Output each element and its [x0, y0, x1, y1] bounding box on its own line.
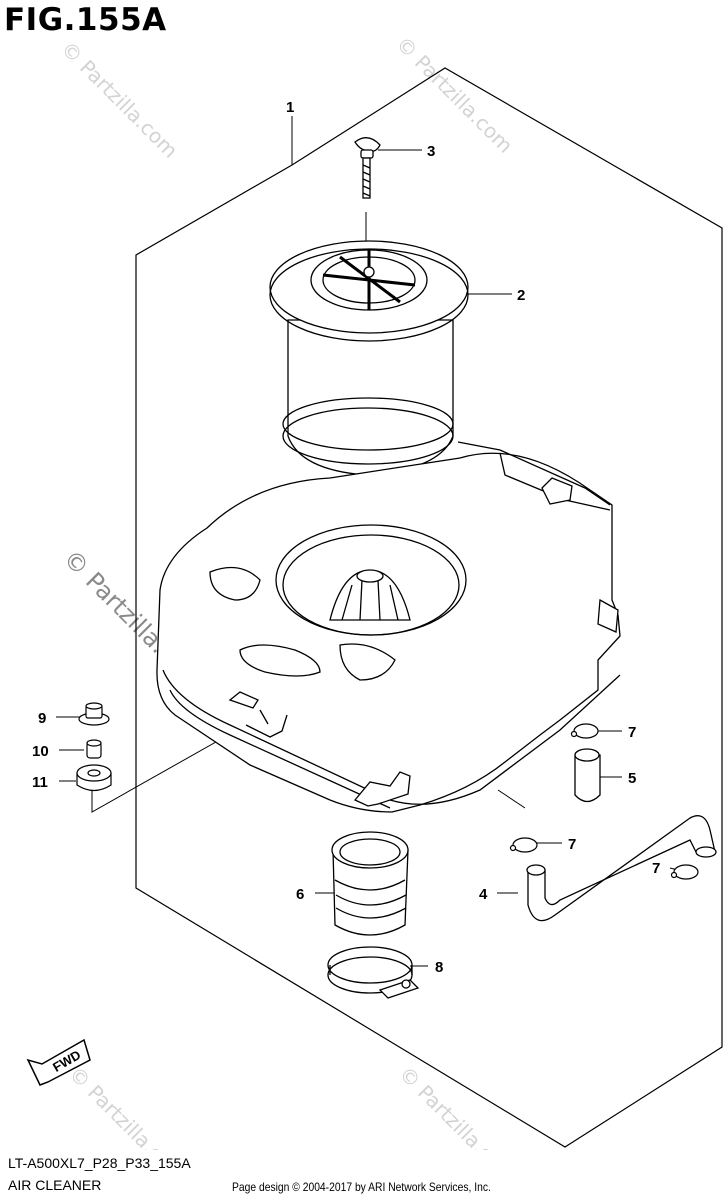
callout-7: 7	[652, 860, 660, 877]
air-filter-element	[269, 240, 469, 476]
callout-5: 5	[628, 770, 636, 787]
callout-7: 7	[628, 724, 636, 741]
air-cleaner-case	[156, 441, 621, 813]
assembly-boundary	[135, 67, 723, 1148]
model-code: LT-A500XL7_P28_P33_155A	[8, 1155, 191, 1171]
watermark: © Partzilla.com	[56, 37, 182, 163]
section-name: AIR CLEANER	[8, 1177, 102, 1193]
hose-clips	[509, 723, 699, 880]
callout-8: 8	[435, 959, 443, 976]
figure-title: FIG.155A	[4, 2, 167, 38]
breather-hose	[526, 815, 717, 922]
hose-clamp	[327, 946, 420, 999]
copyright-notice: Page design © 2004-2017 by ARI Network S…	[232, 1180, 491, 1194]
callout-3: 3	[427, 143, 435, 160]
leader-lines	[56, 116, 687, 967]
callout-6: 6	[296, 886, 304, 903]
callout-9: 9	[38, 710, 46, 727]
callout-10: 10	[32, 743, 49, 760]
callout-4: 4	[479, 886, 488, 903]
callout-7: 7	[568, 836, 576, 853]
callout-11: 11	[32, 774, 48, 791]
bolt-collar-grommet	[76, 702, 112, 792]
callout-numbers: 1 2 3 4 5 6 7 7 7 8 9 10 11	[32, 99, 660, 976]
watermark: © Partzilla.com	[391, 32, 517, 158]
callout-1: 1	[286, 99, 294, 116]
watermark: © Partzilla.com	[394, 1062, 520, 1150]
outlet-tube	[331, 831, 409, 936]
air-cleaner-diagram: © Partzilla.com © Partzilla.com © Partzi…	[26, 32, 723, 1150]
callout-2: 2	[517, 287, 525, 304]
wing-bolt	[354, 137, 381, 199]
watermark: © Partzilla.com	[64, 1062, 190, 1150]
drain-hose	[574, 748, 601, 803]
